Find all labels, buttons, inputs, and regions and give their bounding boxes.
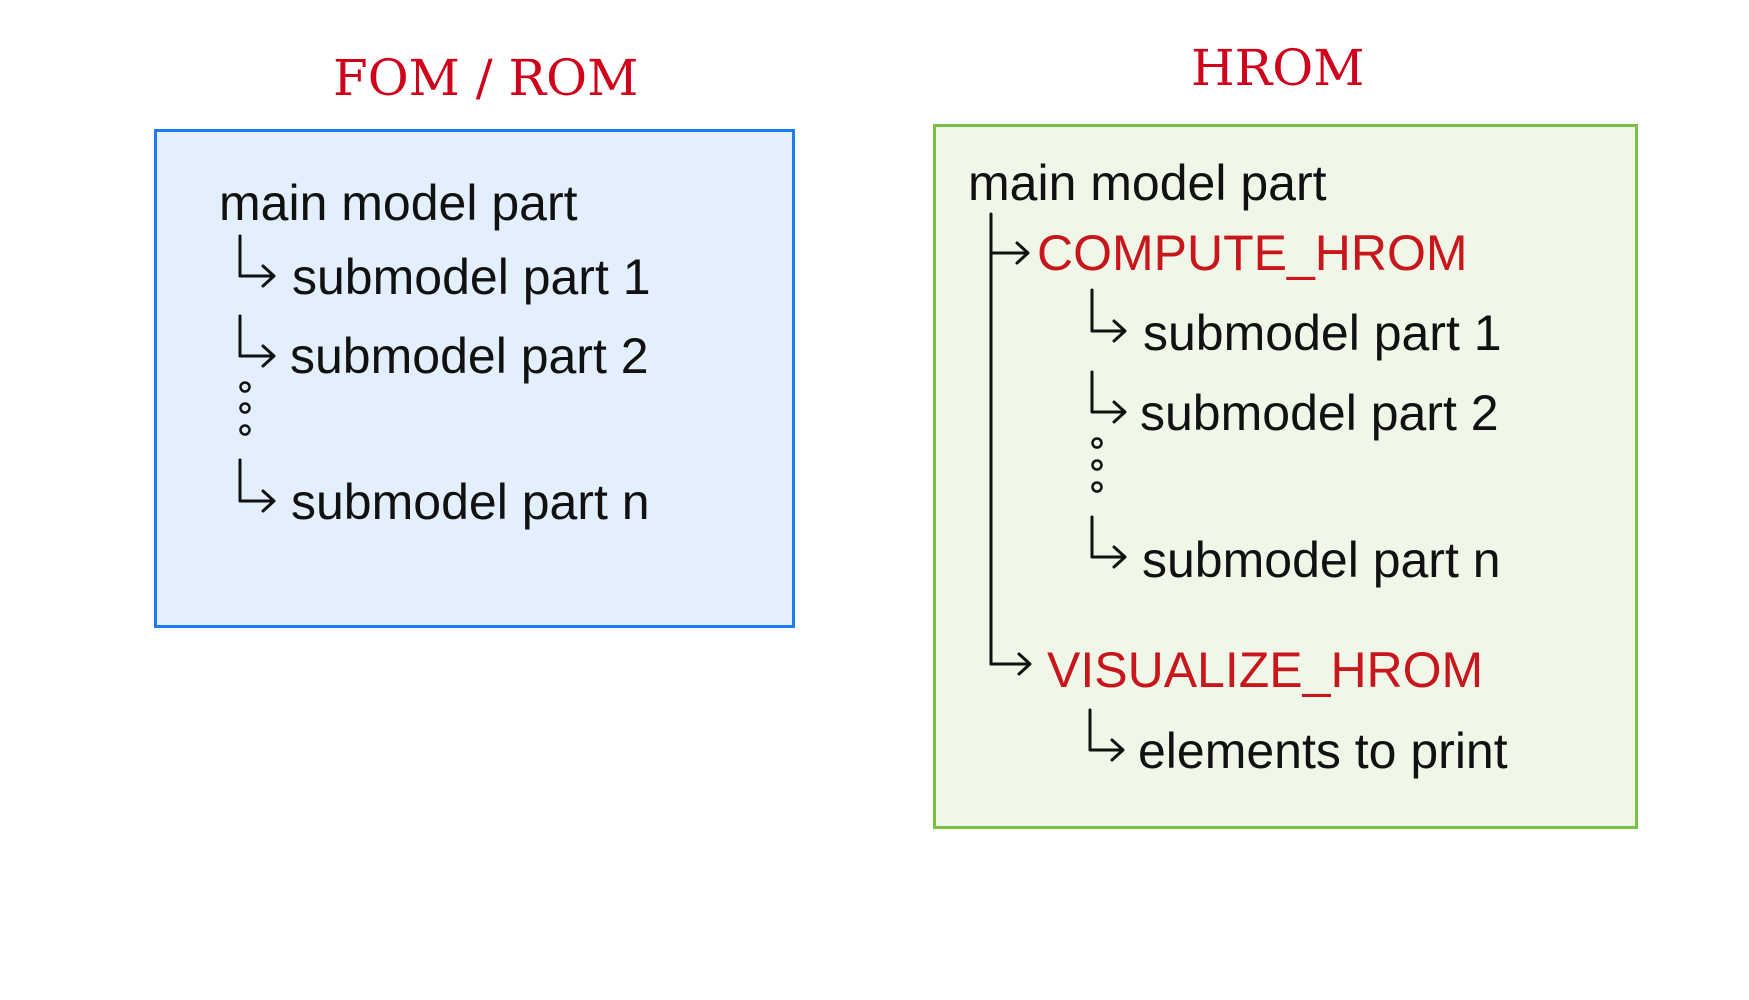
compute-hrom-label: COMPUTE_HROM: [1037, 225, 1468, 281]
hrom-root-label: main model part: [968, 155, 1327, 211]
hrom-panel: [933, 124, 1638, 829]
hrom-submodel-2-label: submodel part 2: [1140, 385, 1499, 441]
visualize-hrom-label: VISUALIZE_HROM: [1047, 642, 1484, 698]
fom-submodel-2-label: submodel part 2: [290, 328, 649, 384]
hrom-submodel-n-label: submodel part n: [1142, 532, 1501, 588]
fom-rom-title: FOM / ROM: [333, 49, 639, 107]
fom-submodel-1-label: submodel part 1: [292, 249, 651, 305]
hrom-submodel-1-label: submodel part 1: [1143, 305, 1502, 361]
fom-root-label: main model part: [219, 175, 578, 231]
elements-to-print-label: elements to print: [1138, 723, 1508, 779]
fom-submodel-n-label: submodel part n: [291, 474, 650, 530]
fom-rom-panel: [154, 129, 795, 628]
hrom-title: HROM: [1191, 39, 1365, 97]
